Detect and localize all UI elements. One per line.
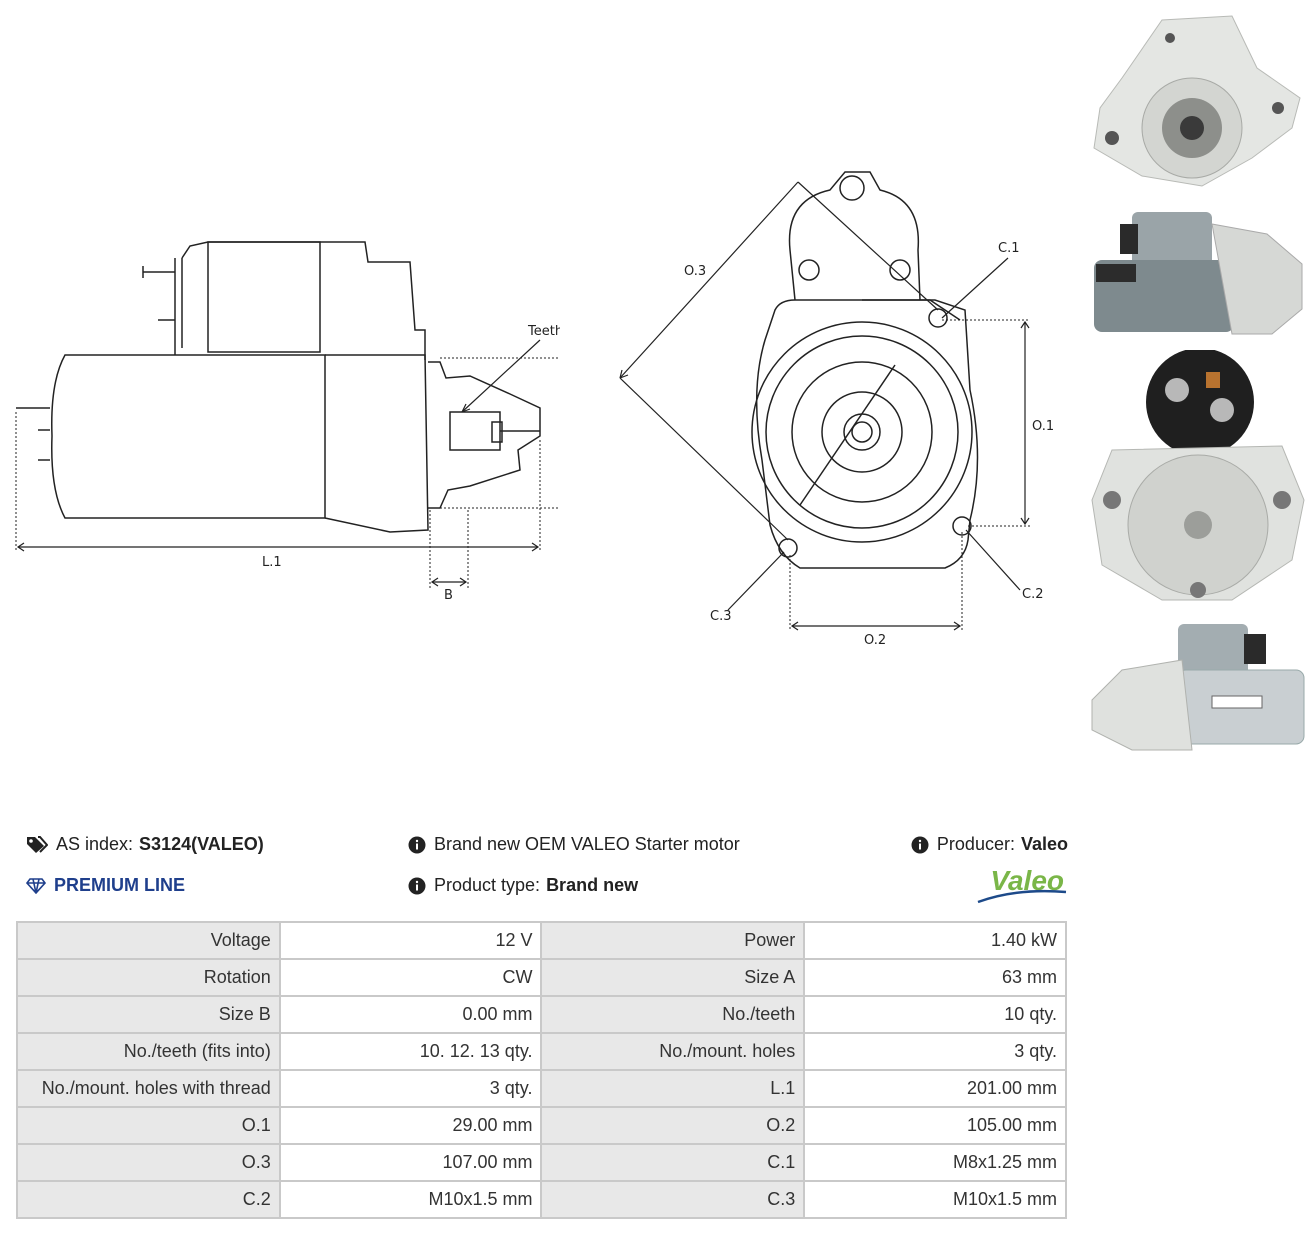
spec-label: No./teeth xyxy=(540,995,806,1034)
label-c1: C.1 xyxy=(998,241,1019,256)
spec-value: 1.40 kW xyxy=(803,921,1067,960)
description: Brand new OEM VALEO Starter motor xyxy=(408,834,740,855)
spec-label: Voltage xyxy=(16,921,281,960)
spec-label: Size B xyxy=(16,995,281,1034)
spec-value: 3 qty. xyxy=(803,1032,1067,1071)
premium-line: PREMIUM LINE xyxy=(26,875,185,896)
spec-label: Size A xyxy=(540,958,806,997)
producer: Producer: Valeo xyxy=(911,834,1068,855)
producer-label: Producer: xyxy=(936,834,1015,854)
spec-label: No./teeth (fits into) xyxy=(16,1032,281,1071)
side-view-drawing: Teeth A B L.1 xyxy=(15,241,560,603)
spec-value: M10x1.5 mm xyxy=(803,1180,1067,1219)
label-o3: O.3 xyxy=(684,264,706,279)
spec-label: C.1 xyxy=(540,1143,806,1182)
product-info: AS index: S3124(VALEO) PREMIUM LINE Bran… xyxy=(18,828,1070,908)
spec-row: No./teeth (fits into)10. 12. 13 qty.No./… xyxy=(16,1032,1067,1071)
spec-label: No./mount. holes with thread xyxy=(16,1069,281,1108)
product-type: Product type: Brand new xyxy=(408,875,638,896)
as-index-label: AS index: xyxy=(56,834,134,854)
starter-front-photo[interactable] xyxy=(1082,8,1310,198)
label-teeth: Teeth xyxy=(527,324,560,339)
premium-line-label: PREMIUM LINE xyxy=(54,875,186,895)
info-icon xyxy=(911,836,929,854)
spec-value: M8x1.25 mm xyxy=(803,1143,1067,1182)
as-index: AS index: S3124(VALEO) xyxy=(26,834,264,855)
spec-value: 63 mm xyxy=(803,958,1067,997)
spec-value: 10 qty. xyxy=(803,995,1067,1034)
tags-icon xyxy=(26,835,48,854)
label-o1: O.1 xyxy=(1032,419,1054,434)
spec-value: 29.00 mm xyxy=(278,1106,543,1145)
label-l1: L.1 xyxy=(262,555,282,570)
spec-label: O.1 xyxy=(16,1106,281,1145)
spec-label: No./mount. holes xyxy=(540,1032,806,1071)
spec-label: L.1 xyxy=(540,1069,806,1108)
starter-side-photo[interactable] xyxy=(1082,204,1310,342)
spec-label: O.3 xyxy=(16,1143,281,1182)
info-icon xyxy=(408,836,426,854)
spec-value: 0.00 mm xyxy=(278,995,543,1034)
spec-label: O.2 xyxy=(540,1106,806,1145)
spec-value: CW xyxy=(278,958,543,997)
starter-angle-photo[interactable] xyxy=(1082,620,1310,760)
label-o2: O.2 xyxy=(864,633,886,648)
spec-value: 12 V xyxy=(278,921,543,960)
spec-value: 201.00 mm xyxy=(803,1069,1067,1108)
description-text: Brand new OEM VALEO Starter motor xyxy=(434,834,740,854)
diamond-icon xyxy=(26,877,46,894)
starter-rear-photo[interactable] xyxy=(1082,350,1310,616)
label-b: B xyxy=(444,588,453,603)
spec-value: 3 qty. xyxy=(278,1069,543,1108)
front-view-drawing: O.3 C.1 O.1 C.2 C.3 O.2 xyxy=(619,171,1054,648)
spec-label: Rotation xyxy=(16,958,281,997)
spec-value: 107.00 mm xyxy=(278,1143,543,1182)
spec-value: 105.00 mm xyxy=(803,1106,1067,1145)
spec-value: M10x1.5 mm xyxy=(278,1180,543,1219)
valeo-logo: Valeo xyxy=(977,865,1067,904)
info-icon xyxy=(408,877,426,895)
producer-value: Valeo xyxy=(1020,834,1068,854)
spec-label: C.3 xyxy=(540,1180,806,1219)
product-type-value: Brand new xyxy=(546,875,639,895)
spec-value: 10. 12. 13 qty. xyxy=(278,1032,543,1071)
label-c2: C.2 xyxy=(1022,587,1043,602)
as-index-value: S3124(VALEO) xyxy=(139,834,264,854)
spec-label: C.2 xyxy=(16,1180,281,1219)
spec-label: Power xyxy=(540,921,806,960)
label-c3: C.3 xyxy=(710,609,731,624)
product-type-label: Product type: xyxy=(434,875,541,895)
